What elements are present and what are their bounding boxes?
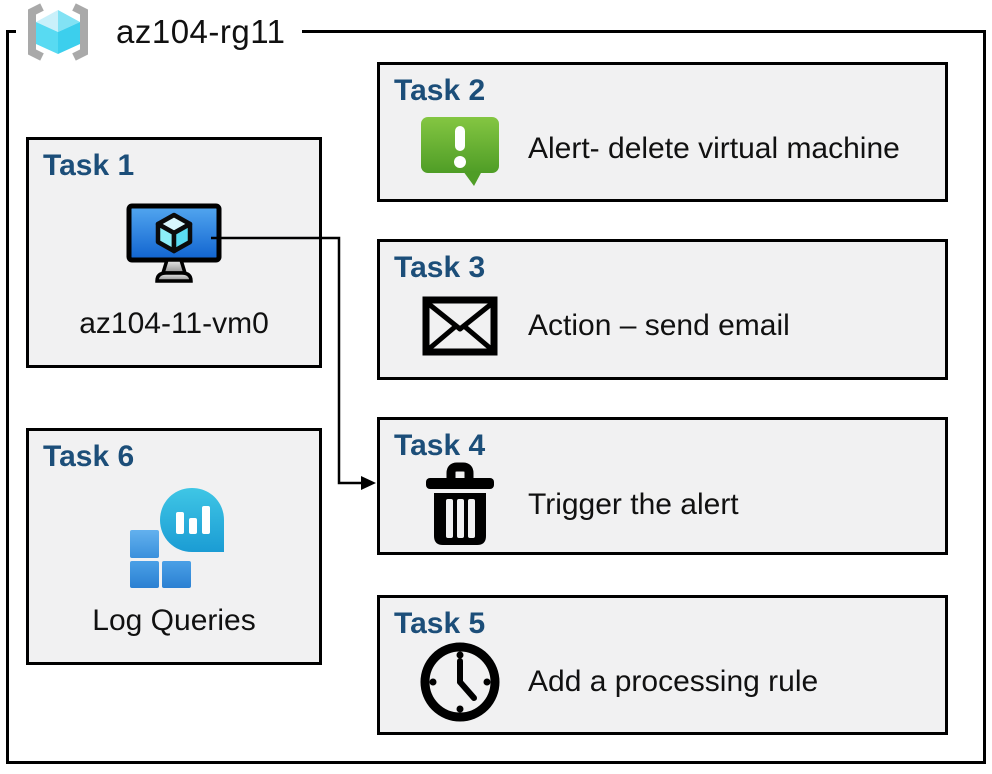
resource-group-icon xyxy=(28,3,88,61)
task-5-row: Add a processing rule xyxy=(380,640,945,733)
task-2-label: Alert- delete virtual machine xyxy=(528,131,900,165)
task-3-heading: Task 3 xyxy=(394,251,486,284)
resource-group-name: az104-rg11 xyxy=(116,13,286,50)
task-1-icon-area xyxy=(29,182,319,308)
task-6-box: Task 6 xyxy=(26,428,322,665)
task-5-box: Task 5 Add a processing xyxy=(377,595,948,735)
virtual-machine-icon xyxy=(126,203,222,283)
task-5-heading: Task 5 xyxy=(394,607,486,640)
task-2-icon-cell xyxy=(414,112,506,186)
task-6-icon-area xyxy=(29,473,319,605)
trash-icon xyxy=(426,462,494,545)
log-square-top-left xyxy=(130,530,159,559)
vm-stand-neck xyxy=(160,258,188,275)
task-6-heading: Task 6 xyxy=(43,440,135,473)
log-bars xyxy=(176,506,210,535)
task-4-box: Task 4 Trigger the alert xyxy=(377,417,948,555)
task-3-label: Action – send email xyxy=(528,309,790,343)
task-5-label: Add a processing rule xyxy=(528,664,819,698)
task-6-label: Log Queries xyxy=(92,604,256,637)
resource-group-label: az104-rg11 xyxy=(16,1,302,63)
log-square-bottom-left xyxy=(130,561,159,589)
task-1-heading: Task 1 xyxy=(43,149,135,182)
alert-icon xyxy=(421,116,499,186)
task-1-label: az104-11-vm0 xyxy=(79,307,269,340)
task-2-box: Task 2 Alert- delete virtual machine xyxy=(377,62,948,202)
email-icon xyxy=(422,296,498,356)
task-4-row: Trigger the alert xyxy=(380,462,945,556)
task-2-row: Alert- delete virtual machine xyxy=(380,107,945,200)
log-square-bottom-mid xyxy=(162,561,191,589)
task-3-box: Task 3 Action – send email xyxy=(377,239,948,380)
vm-stand-base xyxy=(155,271,193,283)
resource-group-boundary xyxy=(6,30,986,764)
task-5-icon-cell xyxy=(414,641,506,723)
task-2-heading: Task 2 xyxy=(394,74,486,107)
task-4-label: Trigger the alert xyxy=(528,487,739,521)
task-3-row: Action – send email xyxy=(380,284,945,378)
task-4-icon-cell xyxy=(414,462,506,548)
clock-icon xyxy=(420,642,500,722)
task-4-heading: Task 4 xyxy=(394,429,486,462)
log-queries-icon xyxy=(130,488,224,589)
task-1-box: Task 1 xyxy=(26,137,322,368)
vm-cube xyxy=(155,213,193,254)
task-3-icon-cell xyxy=(414,296,506,356)
